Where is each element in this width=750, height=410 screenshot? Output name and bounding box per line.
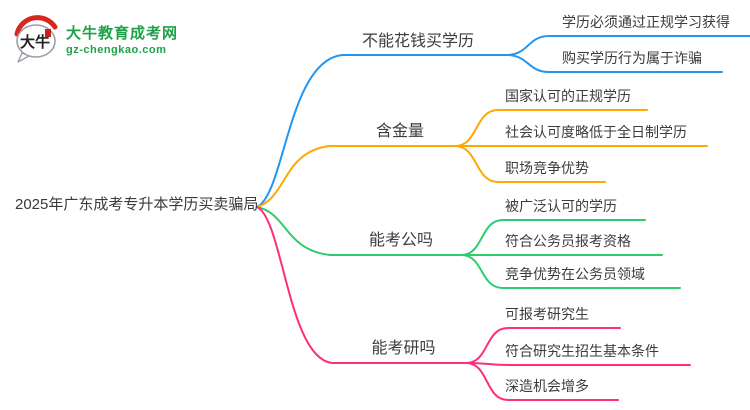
leaf-node[interactable]: 被广泛认可的学历 [505, 198, 617, 214]
branch-node-2[interactable]: 含金量 [375, 123, 424, 140]
leaf-node[interactable]: 职场竞争优势 [505, 160, 589, 176]
leaf-node[interactable]: 竞争优势在公务员领域 [505, 266, 645, 282]
leaf-node[interactable]: 符合公务员报考资格 [505, 233, 631, 249]
leaf-node[interactable]: 国家认可的正规学历 [505, 88, 631, 104]
branch-node-3[interactable]: 能考公吗 [368, 232, 433, 249]
root-node[interactable]: 2025年广东成考专升本学历买卖骗局 [15, 196, 259, 213]
branch-2-connector [256, 145, 457, 208]
leaf-node[interactable]: 可报考研究生 [505, 306, 589, 322]
logo-subtitle: gz-chengkao.com [66, 44, 167, 56]
branch-4-leaf-2-connector [466, 362, 691, 366]
leaf-node[interactable]: 学历必须通过正规学习获得 [562, 14, 730, 30]
daniu-bubble-icon: 大牛 [14, 15, 58, 63]
logo-title: 大牛教育成考网 [66, 25, 179, 42]
leaf-node[interactable]: 社会认可度略低于全日制学历 [505, 124, 687, 140]
leaf-node[interactable]: 符合研究生招生基本条件 [505, 343, 659, 359]
logo-mark-text: 大牛 [20, 33, 50, 51]
leaf-node[interactable]: 深造机会增多 [505, 378, 589, 394]
red-seal [45, 29, 51, 37]
site-logo[interactable]: 大牛 大牛教育成考网 gz-chengkao.com [12, 14, 178, 64]
branch-node-4[interactable]: 能考研吗 [371, 340, 436, 357]
leaf-node[interactable]: 购买学历行为属于诈骗 [562, 50, 702, 66]
branch-node-1[interactable]: 不能花钱买学历 [361, 33, 474, 50]
